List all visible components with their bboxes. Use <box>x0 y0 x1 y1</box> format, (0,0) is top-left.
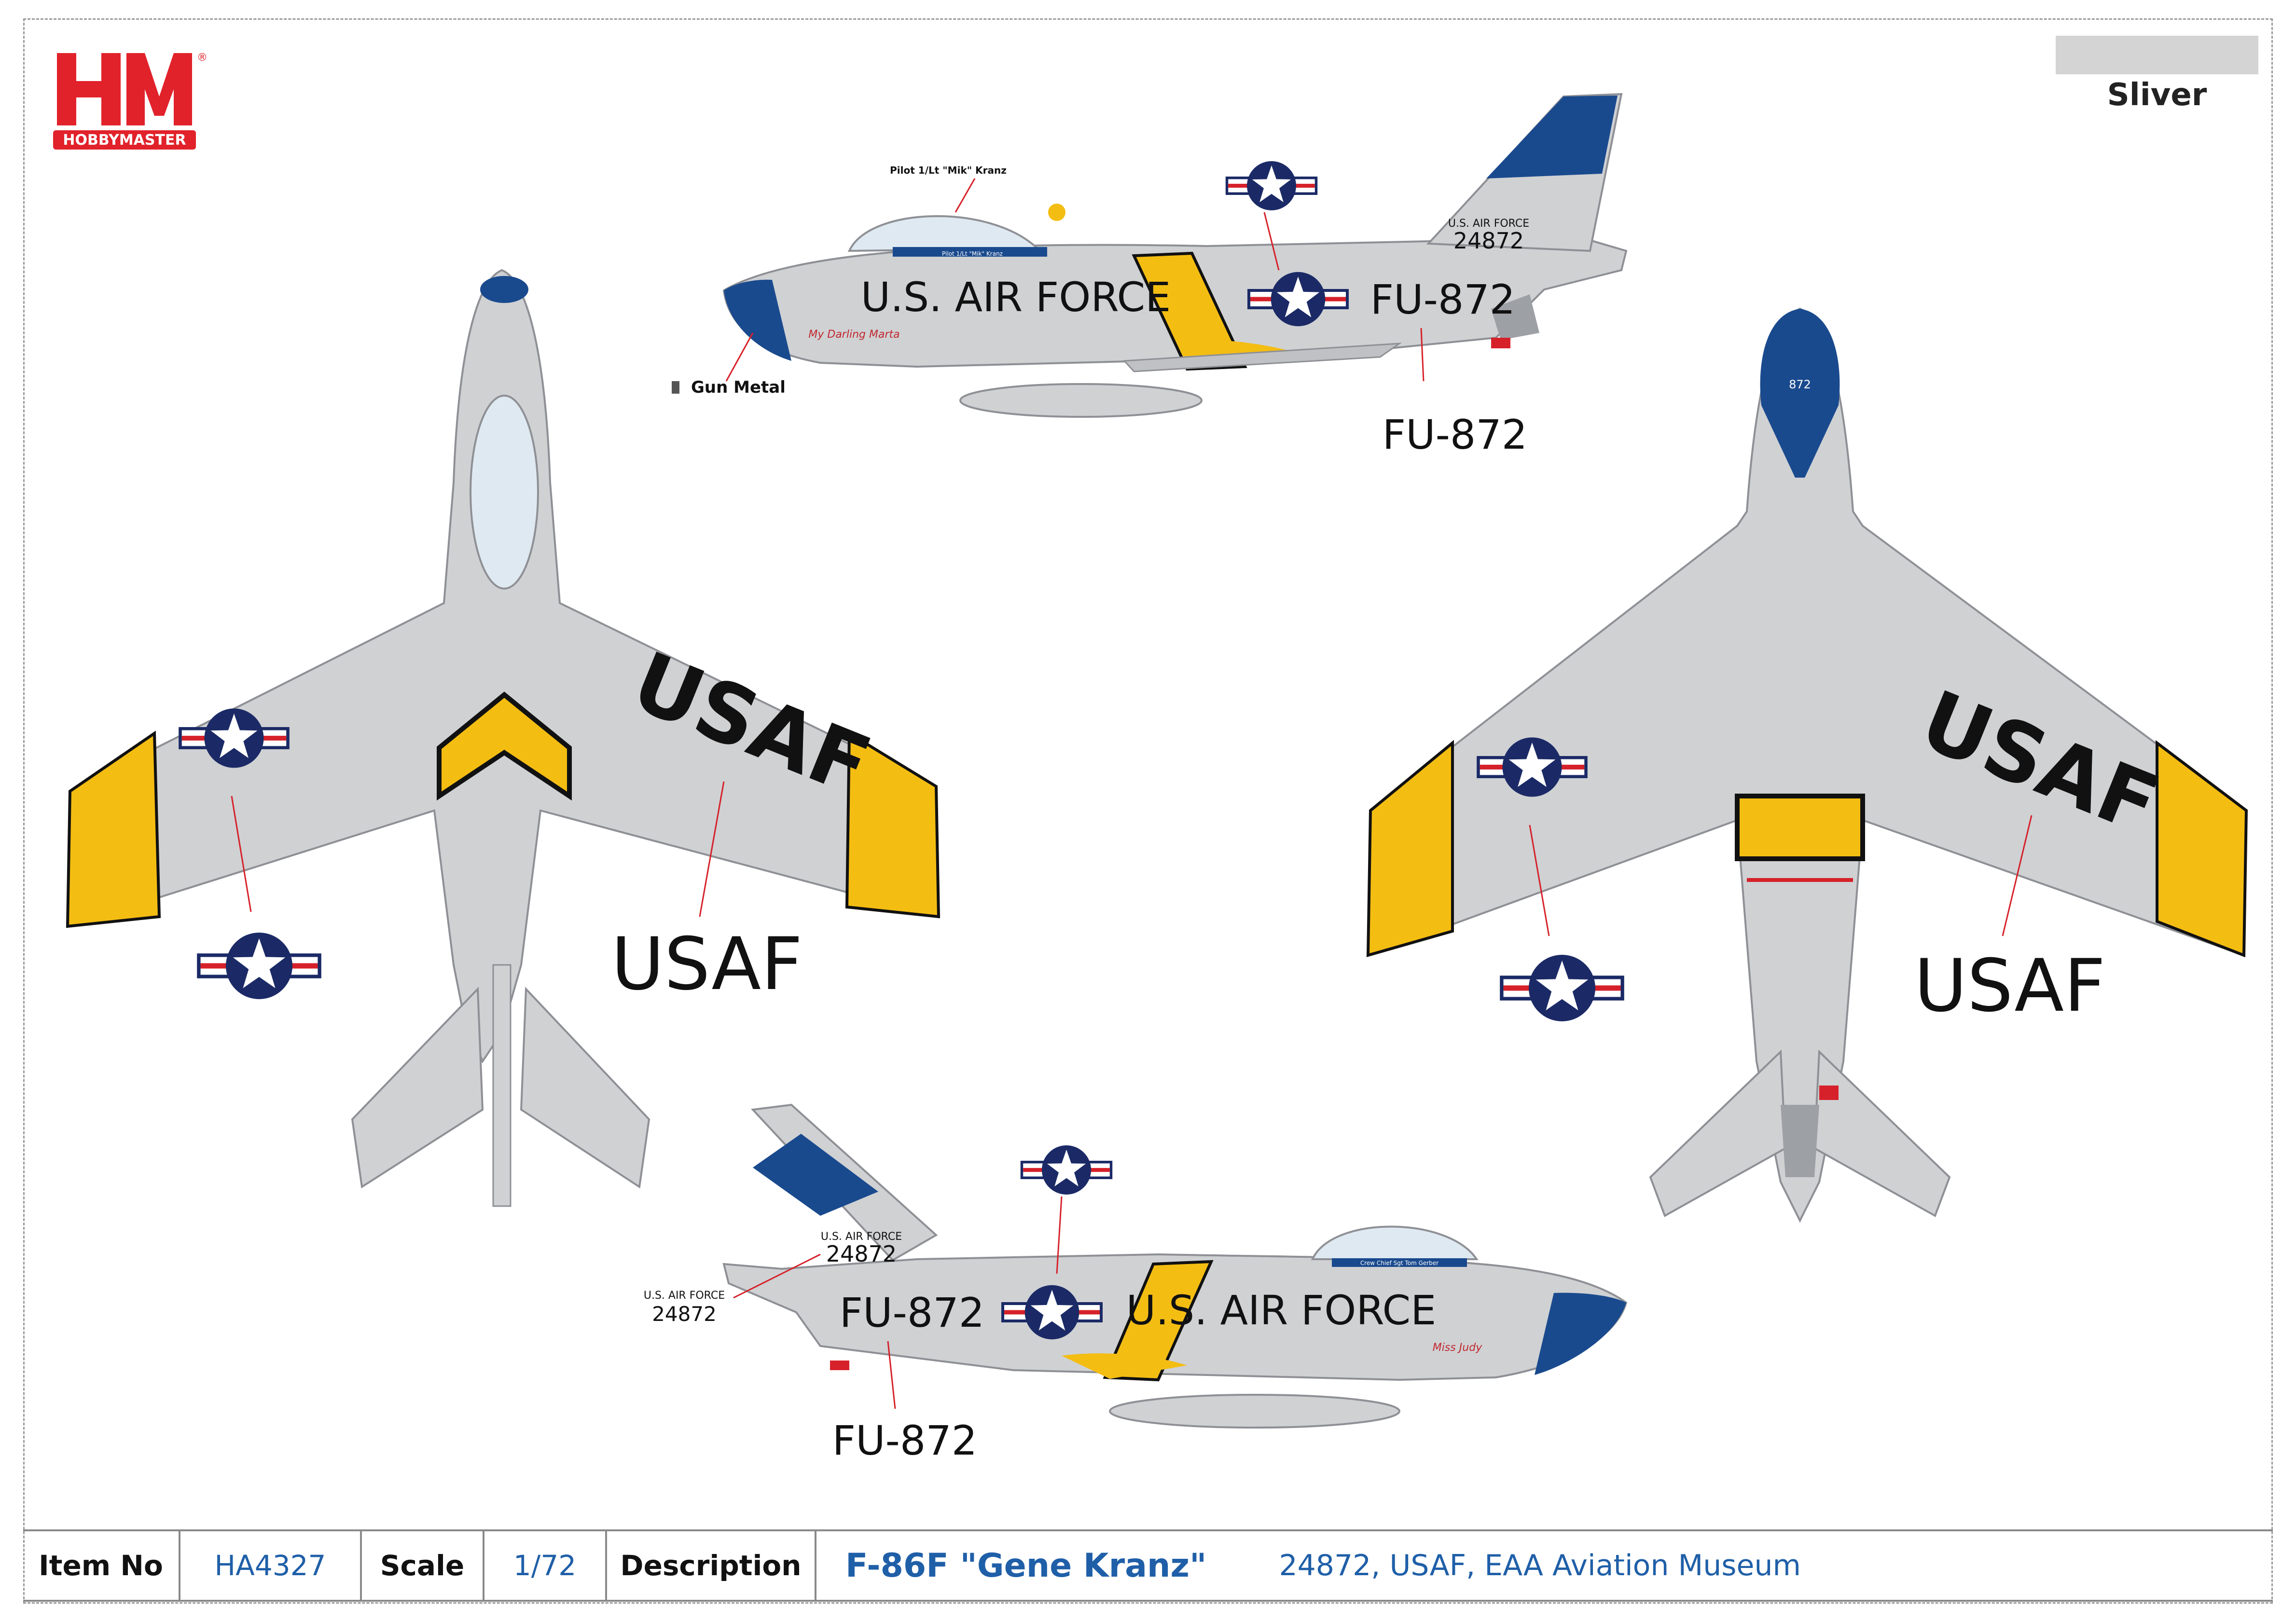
info-bar: Item No HA4327 Scale 1/72 Description F-… <box>23 1529 2273 1602</box>
scale-label: Scale <box>362 1531 484 1600</box>
nose-art-marta: My Darling Marta <box>808 329 899 341</box>
side-bottom-buzz-number: FU-872 <box>840 1289 984 1336</box>
top-usaf-callout: USAF <box>611 922 803 1006</box>
side-bottom-roundel-callout <box>1020 1145 1113 1195</box>
description-label: Description <box>607 1531 816 1600</box>
bottom-usaf-callout: USAF <box>1914 944 2106 1028</box>
side-top-fuselage-text: U.S. AIR FORCE <box>861 274 1171 321</box>
top-roundel-callout <box>197 933 321 999</box>
top-view-plan <box>66 269 941 1207</box>
description-value: F-86F "Gene Kranz" 24872, USAF, EAA Avia… <box>816 1531 2269 1600</box>
tail-serial-callout-line2: 24872 <box>652 1302 717 1326</box>
svg-text:Pilot 1/Lt "Mik" Kranz: Pilot 1/Lt "Mik" Kranz <box>942 250 1003 257</box>
page-frame <box>23 18 2273 1604</box>
pilot-label: Pilot 1/Lt "Mik" Kranz <box>890 165 1007 176</box>
nose-art-judy: Miss Judy <box>1433 1342 1482 1354</box>
side-top-buzz-callout: FU-872 <box>1383 411 1527 458</box>
tail-serial-callout-line1: U.S. AIR FORCE <box>644 1290 725 1302</box>
logo-wordmark: HOBBYMASTER <box>63 132 186 149</box>
side-view-right-profile <box>722 1103 1628 1429</box>
color-swatch-label: Sliver <box>2107 77 2207 113</box>
color-swatch <box>2056 36 2258 74</box>
side-bottom-fuselage-text: U.S. AIR FORCE <box>1126 1287 1437 1334</box>
side-top-buzz-number: FU-872 <box>1370 276 1515 323</box>
bottom-view-plan <box>1366 307 2248 1223</box>
side-view-left-profile <box>722 93 1628 418</box>
hobbymaster-logo: HOBBYMASTER ® <box>53 52 207 150</box>
item-no-value: HA4327 <box>180 1531 362 1600</box>
scale-value: 1/72 <box>484 1531 607 1600</box>
svg-text:24872: 24872 <box>826 1241 897 1267</box>
svg-text:24872: 24872 <box>1453 228 1524 254</box>
gun-metal-callout: Gun Metal <box>691 378 786 397</box>
item-no-label: Item No <box>23 1531 180 1600</box>
bottom-nose-number: 872 <box>1789 378 1811 391</box>
svg-text:U.S. AIR FORCE: U.S. AIR FORCE <box>821 1231 902 1243</box>
side-top-roundel-callout <box>1225 161 1318 210</box>
description-title: F-86F "Gene Kranz" <box>845 1546 1207 1585</box>
svg-text:Crew Chief Sgt Tom Gerber: Crew Chief Sgt Tom Gerber <box>1360 1260 1438 1266</box>
bottom-roundel-callout <box>1500 955 1624 1021</box>
svg-text:U.S. AIR FORCE: U.S. AIR FORCE <box>1448 218 1529 230</box>
side-bottom-buzz-callout: FU-872 <box>832 1417 977 1464</box>
description-subtitle: 24872, USAF, EAA Aviation Museum <box>1279 1549 1801 1582</box>
svg-text:®: ® <box>197 52 207 64</box>
